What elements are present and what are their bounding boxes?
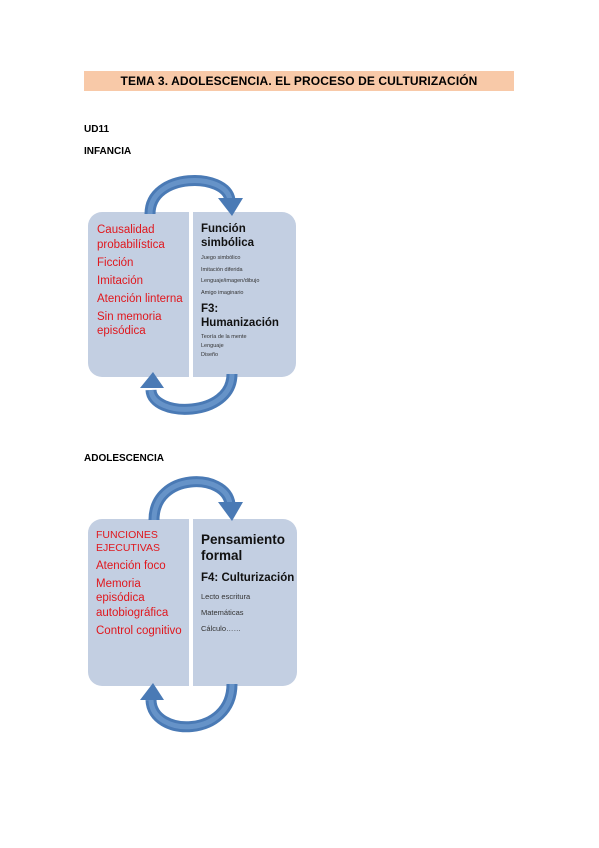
list-item: Atención linterna: [97, 292, 183, 305]
list-item: Lenguaje: [201, 343, 224, 349]
adolescencia-left-list: FUNCIONES EJECUTIVAS Atención foco Memor…: [96, 529, 188, 642]
list-item: FUNCIONES EJECUTIVAS: [96, 529, 160, 554]
section-label-infancia: INFANCIA: [84, 146, 132, 157]
list-item: Matemáticas: [201, 607, 244, 617]
arrow-bottom-icon: [140, 372, 238, 415]
list-item: Juego simbólico: [201, 255, 241, 261]
culturizacion-heading: F4: Culturización: [201, 572, 295, 584]
infancia-left-list: Causalidad probabilística Ficción Imitac…: [97, 223, 187, 342]
list-item: Sin memoria episódica: [97, 310, 162, 338]
adolescencia-left-panel: [88, 519, 189, 686]
arrow-top-icon: [144, 175, 243, 216]
list-item: Cálculo……: [201, 623, 242, 633]
list-item: Causalidad probabilística: [97, 224, 165, 251]
list-item: Ficción: [97, 256, 134, 269]
list-item: Control cognitivo: [96, 624, 182, 637]
infancia-left-panel: [88, 212, 189, 377]
adolescencia-right-content: Pensamiento formal F4: Culturización Lec…: [201, 532, 295, 637]
list-item: Teoría de la mente: [201, 334, 247, 340]
list-item: Amigo imaginario: [201, 289, 244, 296]
list-item: Memoria episódica autobiográfica: [96, 577, 169, 619]
adolescencia-right-panel: [193, 519, 297, 686]
list-item: Imitación: [97, 274, 144, 287]
list-item: Lecto escritura: [201, 591, 251, 601]
list-item: Lenguaje/imagen/dibujo: [201, 278, 260, 284]
infancia-right-panel: [193, 212, 296, 377]
infancia-right-content: Función simbólica Juego simbólico Imitac…: [201, 223, 293, 360]
list-item: Imitación diferida: [201, 266, 243, 273]
pensamiento-formal-heading: Pensamiento formal: [201, 532, 286, 563]
unit-label: UD11: [84, 124, 110, 135]
humanizacion-heading: F3: Humanización: [201, 303, 279, 329]
arrow-bottom-icon: [140, 683, 238, 733]
list-item: Atención foco: [96, 559, 166, 572]
funcion-simbolica-heading: Función simbólica: [201, 223, 255, 249]
arrow-top-icon: [148, 476, 243, 521]
list-item: Diseño: [201, 352, 219, 358]
page-title: TEMA 3. ADOLESCENCIA. EL PROCESO DE CULT…: [84, 71, 514, 91]
section-label-adolescencia: ADOLESCENCIA: [84, 453, 165, 464]
